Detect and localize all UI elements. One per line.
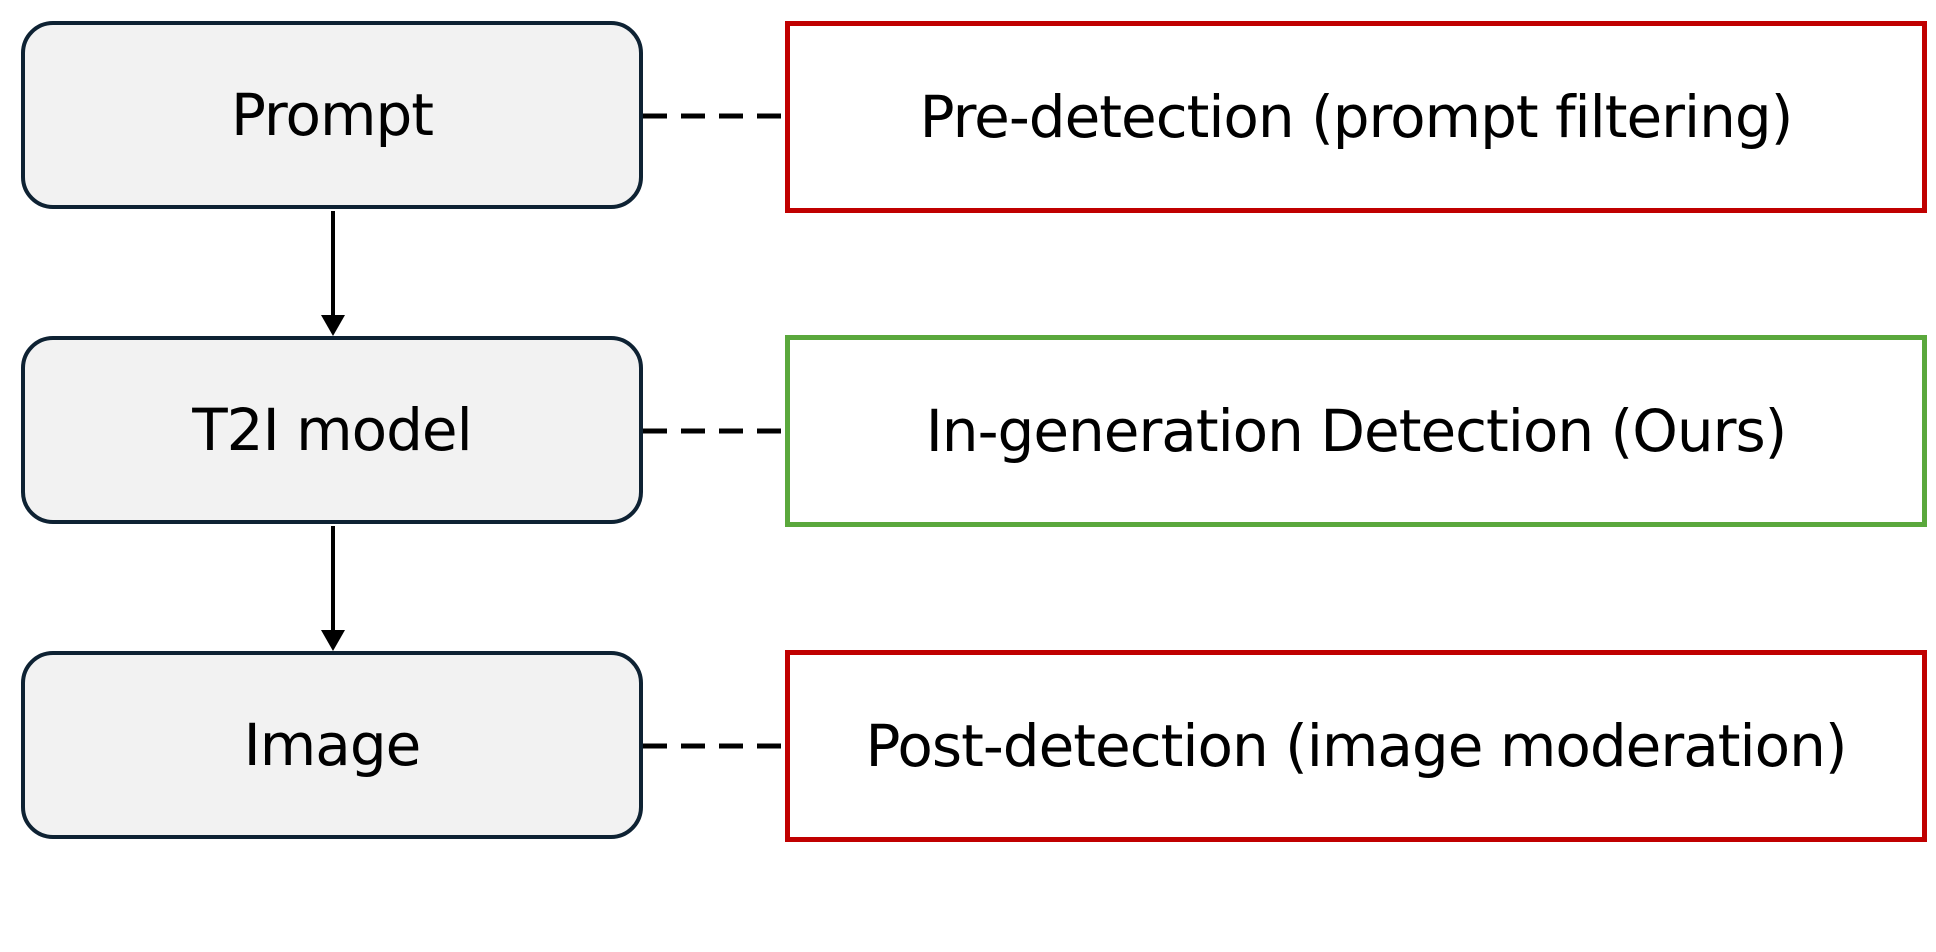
- prompt-stage-label: Prompt: [230, 81, 434, 149]
- pre-detection-box: Pre-detection (prompt filtering): [785, 21, 1927, 213]
- flow-arrow-prompt-to-model: [321, 211, 345, 336]
- post-detection-label: Post-detection (image moderation): [865, 712, 1848, 780]
- t2i-model-stage-label: T2I model: [192, 396, 472, 464]
- flow-arrow-model-to-image: [321, 526, 345, 651]
- in-generation-detection-box: In-generation Detection (Ours): [785, 335, 1927, 527]
- post-detection-box: Post-detection (image moderation): [785, 650, 1927, 842]
- image-stage-label: Image: [243, 711, 422, 779]
- prompt-stage-box: Prompt: [21, 21, 643, 209]
- in-generation-detection-label: In-generation Detection (Ours): [925, 397, 1788, 465]
- pre-detection-label: Pre-detection (prompt filtering): [919, 83, 1794, 151]
- image-stage-box: Image: [21, 651, 643, 839]
- t2i-model-stage-box: T2I model: [21, 336, 643, 524]
